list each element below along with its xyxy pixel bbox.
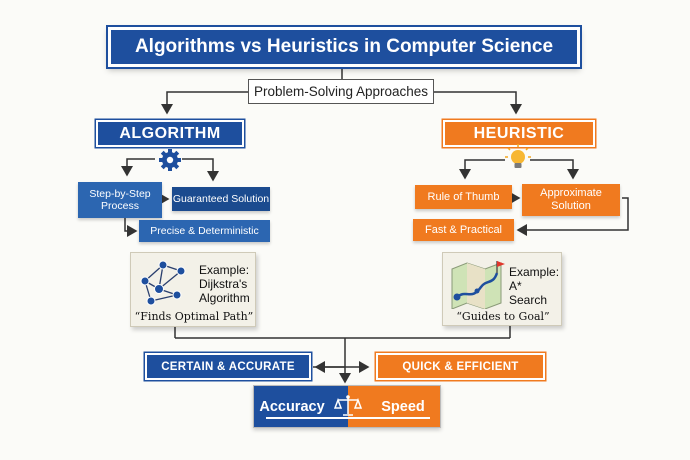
algo-example-label: Example: <box>199 263 250 277</box>
subtitle-text: Problem-Solving Approaches <box>253 84 429 99</box>
heur-example-label: Example: <box>509 265 560 279</box>
quick-text: QUICK & EFFICIENT <box>402 360 519 373</box>
fast-practical-box: Fast & Practical <box>413 219 514 241</box>
heuristic-header-text: HEURISTIC <box>473 124 565 142</box>
guaranteed-text: Guaranteed Solution <box>172 193 270 205</box>
underline <box>266 417 430 419</box>
algorithm-header-text: ALGORITHM <box>119 124 221 142</box>
precise-text: Precise & Deterministic <box>150 225 259 237</box>
step-line-2: Process <box>101 200 139 212</box>
precise-deterministic-box: Precise & Deterministic <box>139 220 270 242</box>
network-graph-icon <box>140 260 186 306</box>
certain-text: CERTAIN & ACCURATE <box>161 360 295 373</box>
algo-example-line2: Algorithm <box>199 291 250 305</box>
heur-example-line1: A* Search <box>509 279 548 307</box>
approximate-solution-box: Approximate Solution <box>522 184 620 216</box>
approx-line-1: Approximate <box>540 187 602 199</box>
rule-text: Rule of Thumb <box>427 190 500 203</box>
algo-example-line1: Dijkstra's <box>199 277 248 291</box>
speed-text: Speed <box>381 398 425 415</box>
algorithm-header: ALGORITHM <box>96 120 244 147</box>
step-line-1: Step-by-Step <box>89 188 151 200</box>
speed-panel: Speed <box>348 386 440 427</box>
subtitle-box: Problem-Solving Approaches <box>248 79 434 104</box>
astar-example-card: Example: A* Search “Guides to Goal” <box>442 252 562 326</box>
approx-line-2: Solution <box>551 200 591 212</box>
balance-scale-icon <box>334 395 362 416</box>
heuristic-header: HEURISTIC <box>443 120 595 147</box>
heur-example-quote: “Guides to Goal” <box>456 310 550 323</box>
accuracy-panel: Accuracy <box>254 386 348 427</box>
accuracy-speed-balance: Accuracy Speed <box>253 385 441 428</box>
page-title: Algorithms vs Heuristics in Computer Sci… <box>108 27 580 67</box>
accuracy-text: Accuracy <box>259 398 325 415</box>
fast-text: Fast & Practical <box>424 223 503 236</box>
lightbulb-icon <box>505 144 531 168</box>
step-by-step-box: Step-by-Step Process <box>78 182 162 218</box>
page-title-text: Algorithms vs Heuristics in Computer Sci… <box>134 36 554 57</box>
algo-example-quote: “Finds Optimal Path” <box>134 310 254 323</box>
guaranteed-solution-box: Guaranteed Solution <box>172 187 270 211</box>
map-icon <box>451 261 505 309</box>
rule-of-thumb-box: Rule of Thumb <box>415 185 512 209</box>
quick-efficient-box: QUICK & EFFICIENT <box>376 353 545 380</box>
dijkstra-example-card: Example: Dijkstra's Algorithm “Finds Opt… <box>130 252 256 327</box>
gear-icon <box>159 149 181 171</box>
certain-accurate-box: CERTAIN & ACCURATE <box>145 353 311 380</box>
